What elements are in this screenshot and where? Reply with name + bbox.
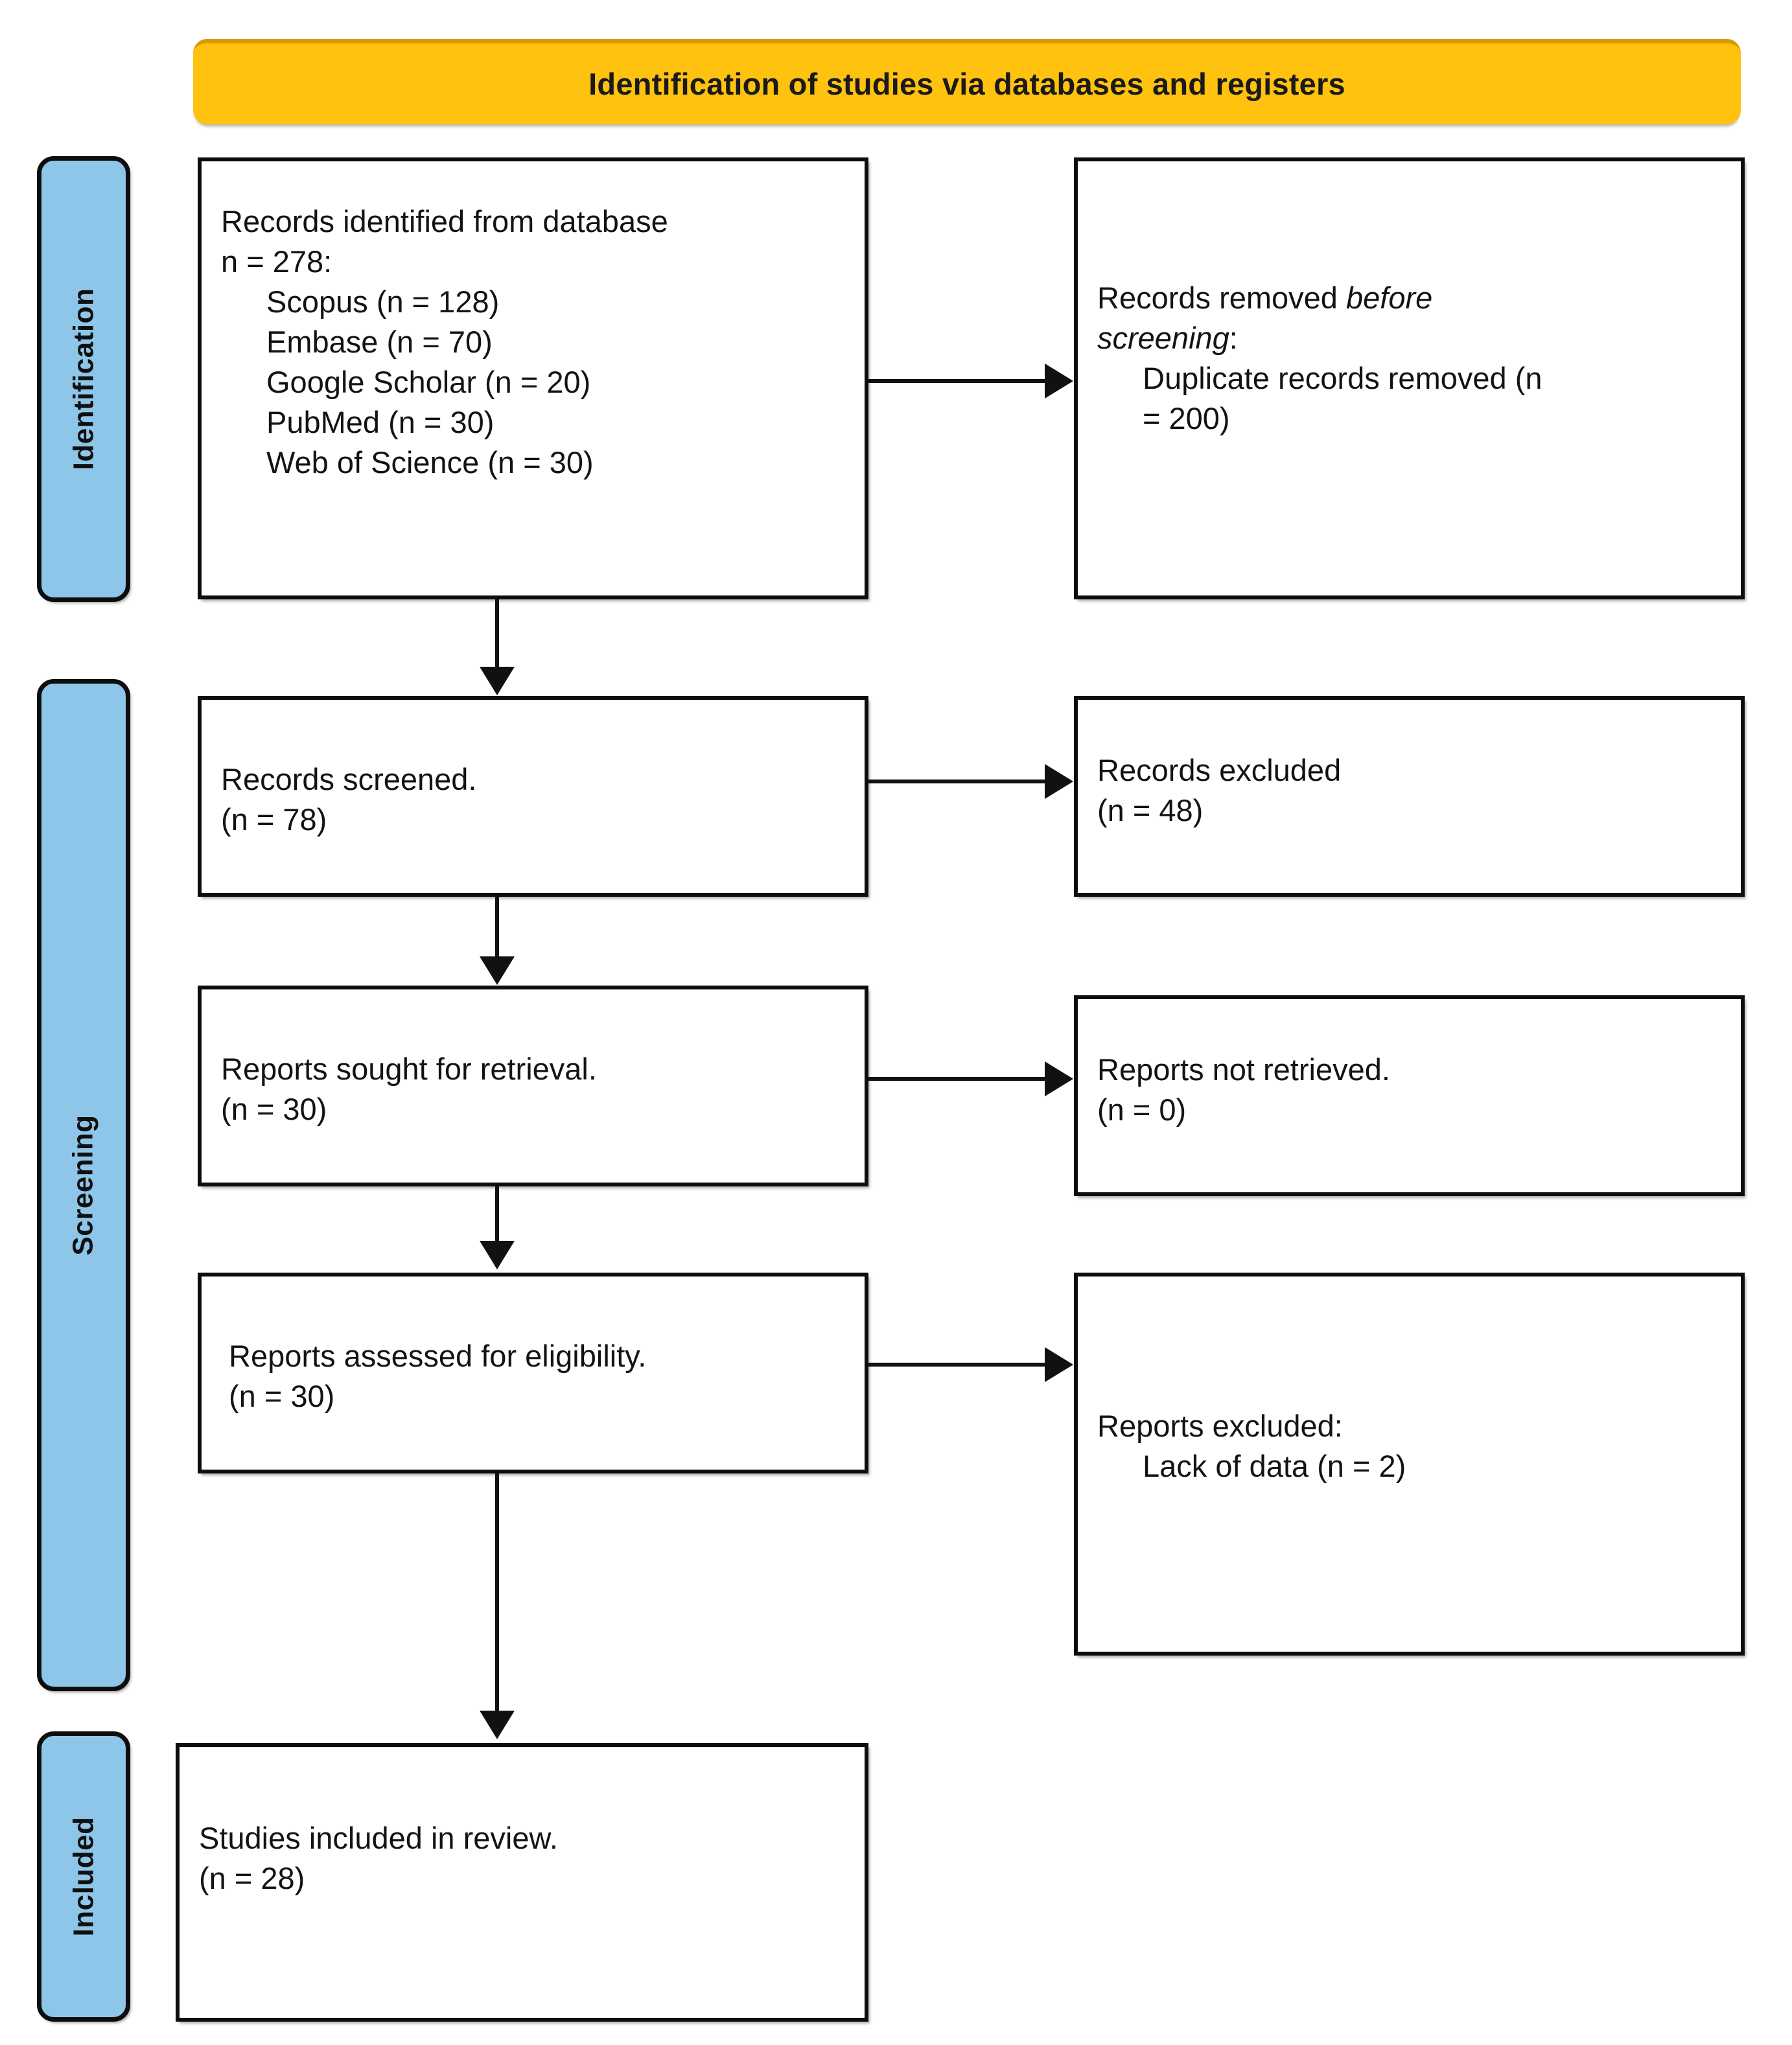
- box-records-screened: Records screened. (n = 78): [198, 696, 868, 897]
- text-line: (n = 30): [221, 1092, 327, 1127]
- connector-line: [868, 1077, 1050, 1081]
- text-fragment: :: [1229, 321, 1238, 356]
- arrowhead-right-icon: [1045, 1347, 1073, 1382]
- arrowhead-down-icon: [480, 667, 515, 695]
- box-records-excluded: Records excluded (n = 48): [1074, 696, 1745, 897]
- text-line: Reports sought for retrieval.: [221, 1052, 597, 1086]
- text-line: Duplicate records removed (n: [1143, 361, 1542, 396]
- text-line: (n = 0): [1097, 1092, 1187, 1127]
- diagram-title: Identification of studies via databases …: [588, 67, 1345, 101]
- text-line: Records screened.: [221, 762, 477, 796]
- box-studies-included-body: Studies included in review. (n = 28): [180, 1818, 865, 1899]
- text-line: PubMed (n = 30): [266, 405, 495, 440]
- diagram-header-banner: Identification of studies via databases …: [193, 39, 1741, 124]
- box-reports-sought-body: Reports sought for retrieval. (n = 30): [202, 1049, 865, 1129]
- text-line: = 200): [1143, 401, 1230, 436]
- text-line: Scopus (n = 128): [266, 284, 500, 319]
- box-studies-included-in-review: Studies included in review. (n = 28): [176, 1743, 868, 2022]
- box-records-identified: Records identified from database n = 278…: [198, 157, 868, 599]
- connector-line: [868, 1363, 1050, 1367]
- text-line: Reports excluded:: [1097, 1409, 1343, 1443]
- text-line: Records identified from database: [221, 204, 668, 238]
- arrowhead-right-icon: [1045, 764, 1073, 799]
- box-records-removed-before-screening: Records removed before screening: Duplic…: [1074, 157, 1745, 599]
- connector-line: [495, 1473, 499, 1716]
- connector-line: [495, 1186, 499, 1246]
- box-reports-not-retrieved-body: Reports not retrieved. (n = 0): [1078, 1050, 1741, 1130]
- arrowhead-down-icon: [480, 1711, 515, 1739]
- box-reports-assessed-body: Reports assessed for eligibility. (n = 3…: [202, 1336, 865, 1416]
- text-line: Studies included in review.: [199, 1821, 558, 1855]
- text-line: Records excluded: [1097, 753, 1342, 787]
- box-records-screened-body: Records screened. (n = 78): [202, 759, 865, 840]
- stage-label-included-text: Included: [67, 1816, 99, 1937]
- stage-label-included: Included: [37, 1731, 130, 2022]
- text-line: (n = 48): [1097, 793, 1204, 828]
- stage-label-identification: Identification: [37, 156, 130, 602]
- stage-label-screening-text: Screening: [67, 1115, 99, 1256]
- connector-line: [495, 897, 499, 962]
- connector-line: [868, 379, 1050, 383]
- text-line: (n = 78): [221, 802, 327, 837]
- text-emphasis: before: [1346, 281, 1433, 315]
- arrowhead-right-icon: [1045, 1061, 1073, 1096]
- connector-line: [495, 599, 499, 672]
- box-records-excluded-body: Records excluded (n = 48): [1078, 750, 1741, 831]
- connector-line: [868, 780, 1050, 783]
- box-reports-excluded-body: Reports excluded: Lack of data (n = 2): [1078, 1406, 1741, 1486]
- box-records-removed-body: Records removed before screening: Duplic…: [1078, 278, 1741, 439]
- stage-label-identification-text: Identification: [67, 288, 99, 470]
- stage-label-screening: Screening: [37, 679, 130, 1691]
- text-line: Reports not retrieved.: [1097, 1052, 1390, 1087]
- text-fragment: Records removed: [1097, 281, 1346, 315]
- text-emphasis: screening: [1097, 321, 1229, 356]
- arrowhead-right-icon: [1045, 364, 1073, 399]
- text-line: Lack of data (n = 2): [1143, 1449, 1406, 1484]
- box-reports-assessed-for-eligibility: Reports assessed for eligibility. (n = 3…: [198, 1273, 868, 1473]
- box-reports-excluded: Reports excluded: Lack of data (n = 2): [1074, 1273, 1745, 1656]
- box-records-identified-body: Records identified from database n = 278…: [202, 202, 865, 483]
- box-reports-sought-for-retrieval: Reports sought for retrieval. (n = 30): [198, 986, 868, 1186]
- text-line: Embase (n = 70): [266, 325, 493, 360]
- arrowhead-down-icon: [480, 956, 515, 985]
- text-line: Reports assessed for eligibility.: [229, 1339, 647, 1373]
- text-line: screening:: [1097, 318, 1721, 358]
- text-line: Web of Science (n = 30): [266, 445, 594, 480]
- text-line: Google Scholar (n = 20): [266, 365, 591, 400]
- text-line: n = 278:: [221, 244, 332, 279]
- text-line: Records removed before: [1097, 278, 1721, 318]
- text-line: (n = 28): [199, 1861, 305, 1896]
- box-reports-not-retrieved: Reports not retrieved. (n = 0): [1074, 995, 1745, 1196]
- text-line: (n = 30): [229, 1379, 335, 1414]
- arrowhead-down-icon: [480, 1241, 515, 1269]
